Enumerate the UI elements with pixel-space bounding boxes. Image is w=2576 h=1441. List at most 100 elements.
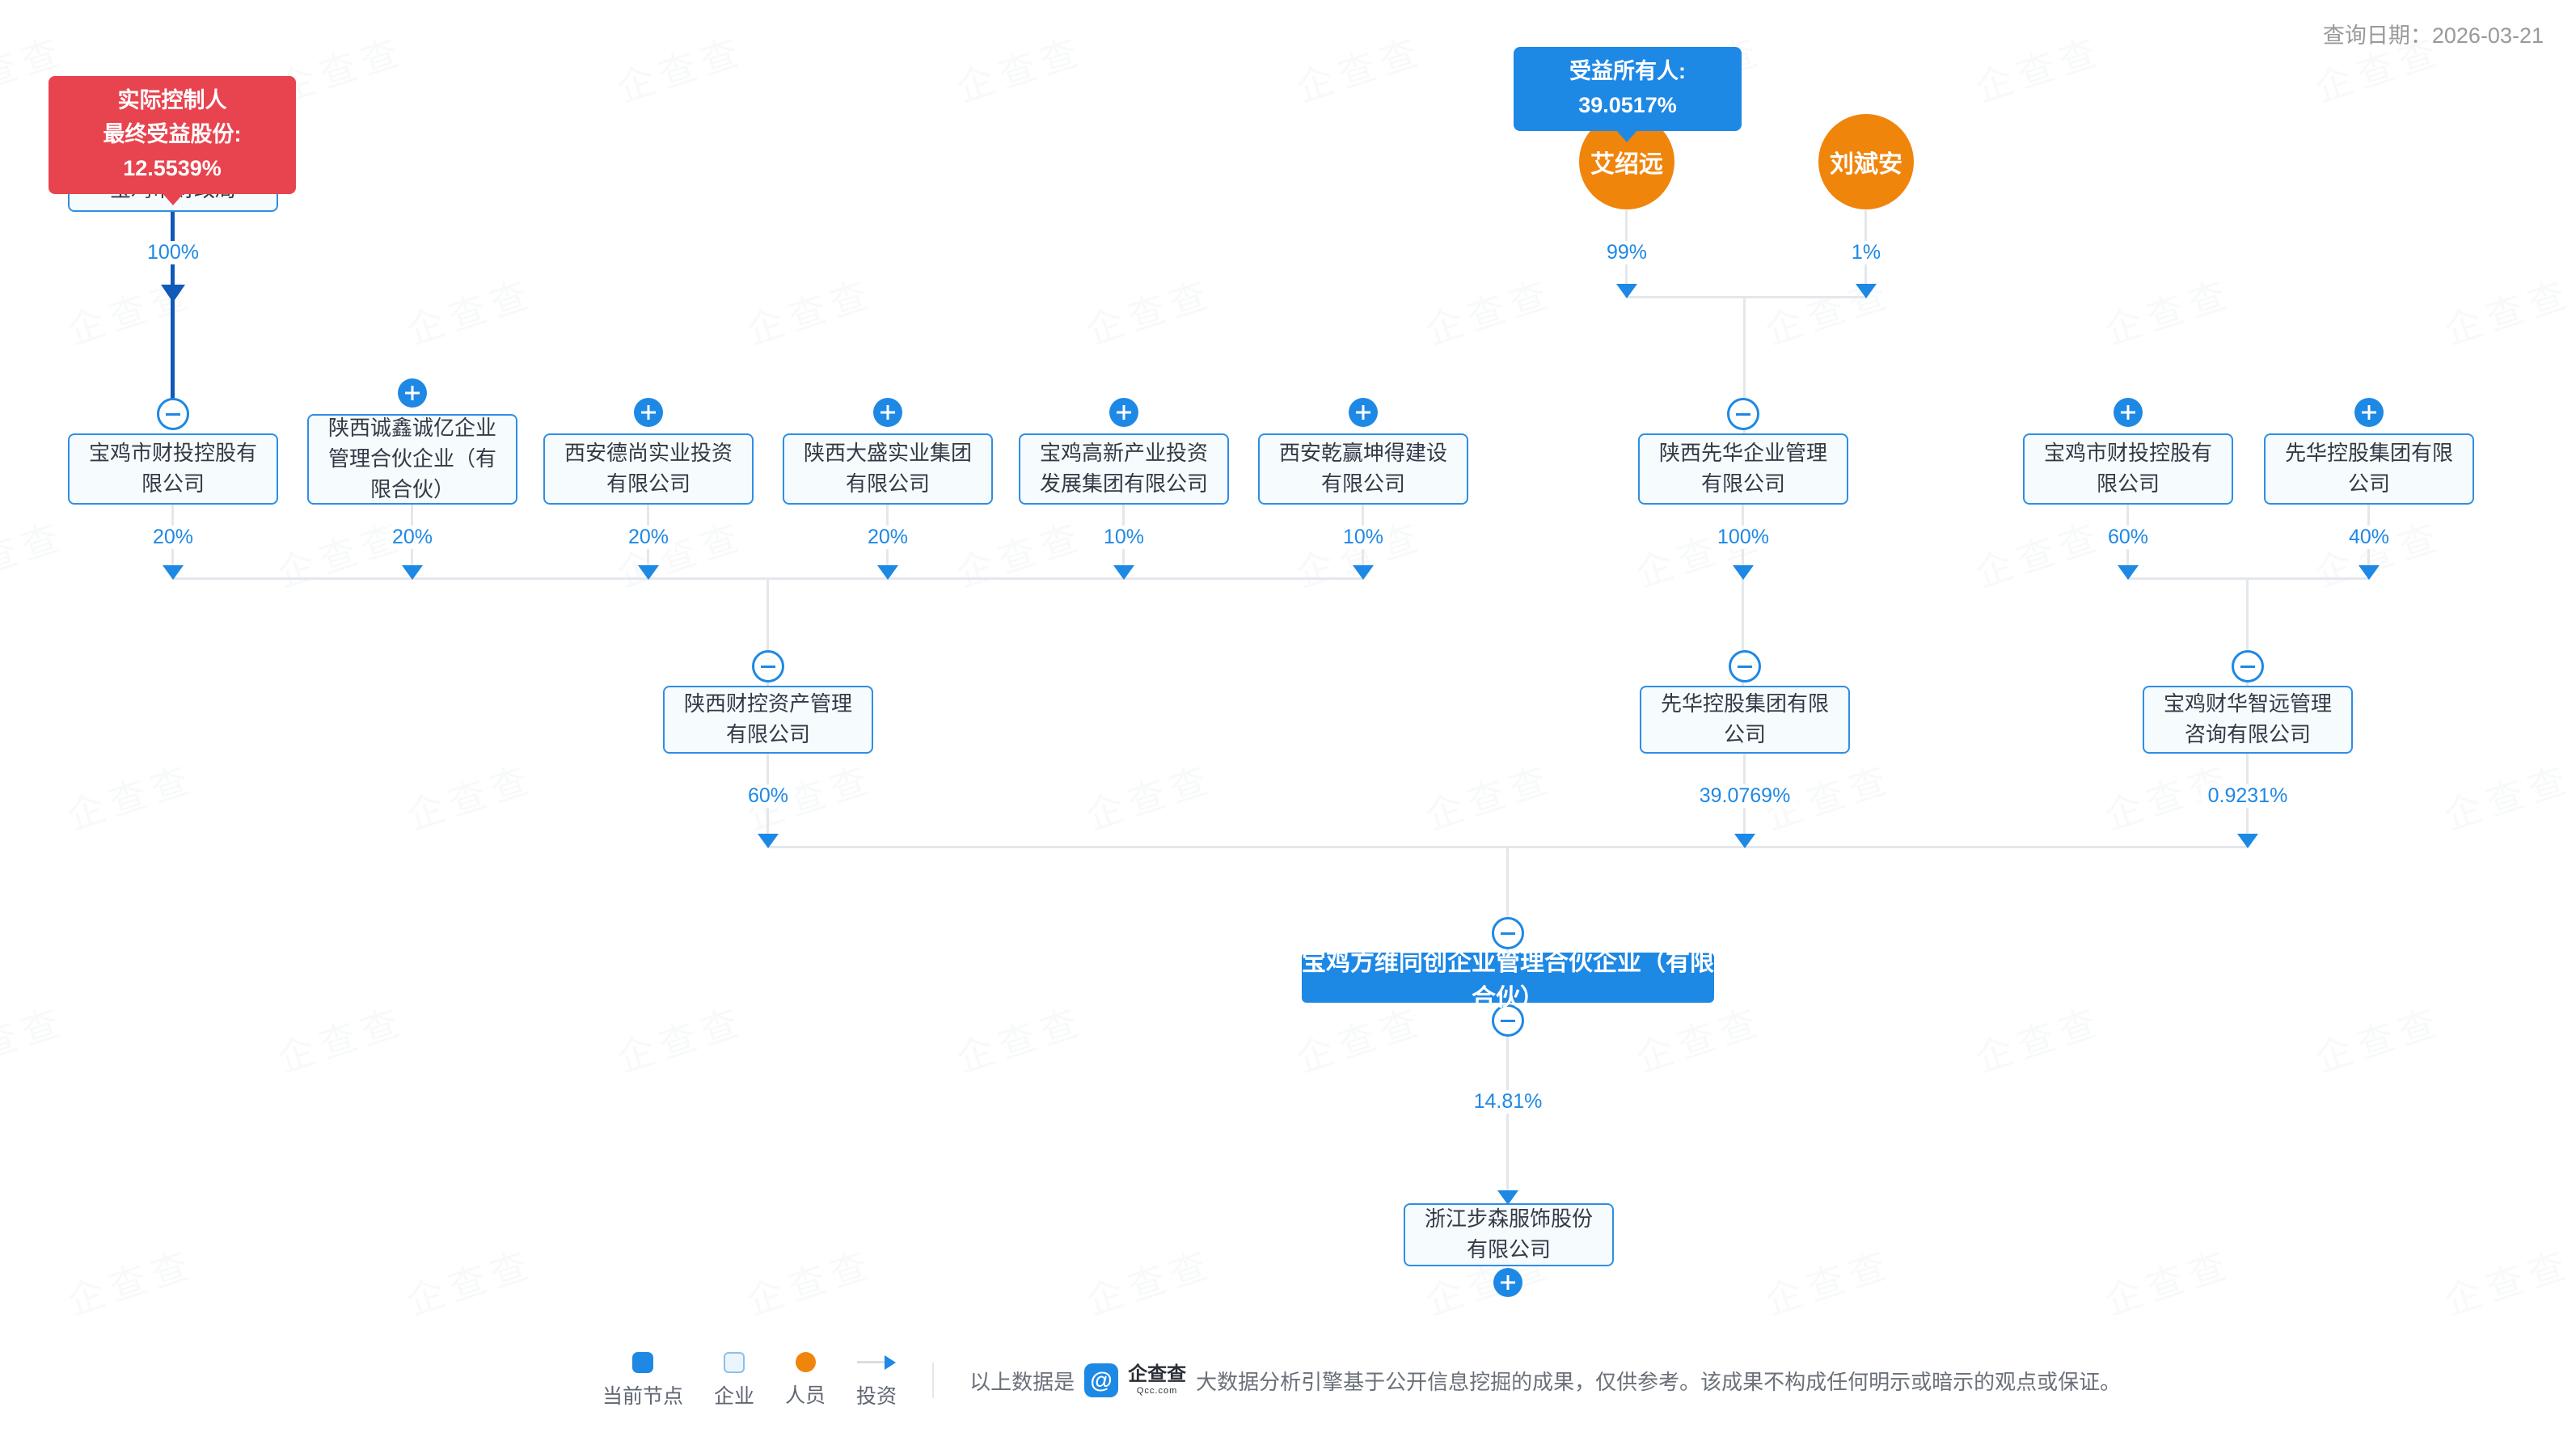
- legend-label: 人员: [785, 1384, 826, 1407]
- company-node[interactable]: 宝鸡高新产业投资发展集团有限公司: [1019, 433, 1229, 505]
- collapse-minus-icon[interactable]: [752, 650, 784, 682]
- legend-label: 企业: [714, 1384, 755, 1408]
- investment-arrow-icon: [857, 1352, 897, 1373]
- connector-line: [1743, 296, 1746, 433]
- expand-plus-icon[interactable]: [398, 378, 427, 408]
- company-node[interactable]: 陕西先华企业管理有限公司: [1638, 433, 1848, 505]
- expand-plus-icon[interactable]: [1493, 1268, 1522, 1297]
- company-node[interactable]: 宝鸡财华智远管理咨询有限公司: [2143, 686, 2353, 754]
- ownership-percent: 20%: [621, 526, 676, 549]
- company-node[interactable]: 西安德尚实业投资有限公司: [543, 433, 754, 505]
- qcc-logo-domain: Qcc.com: [1136, 1386, 1178, 1396]
- arrow-down-icon: [2359, 565, 2380, 580]
- company-node[interactable]: 宝鸡市财投控股有限公司: [2023, 433, 2233, 505]
- arrow-down-icon: [1734, 834, 1755, 848]
- controller-badge-line1: 实际控制人: [117, 88, 227, 112]
- company-node[interactable]: 宝鸡市财投控股有限公司: [68, 433, 278, 505]
- company-node[interactable]: 先华控股集团有限公司: [2264, 433, 2474, 505]
- controller-badge-line2: 最终受益股份: 12.5539%: [103, 121, 242, 180]
- collapse-minus-icon[interactable]: [157, 398, 189, 430]
- arrow-down-icon: [877, 565, 898, 580]
- ownership-percent: 100%: [1711, 526, 1776, 549]
- arrow-down-icon: [1733, 565, 1754, 580]
- arrow-down-icon: [1856, 284, 1877, 298]
- ownership-percent: 14.81%: [1467, 1090, 1549, 1114]
- legend-label: 投资: [856, 1384, 897, 1408]
- collapse-minus-icon[interactable]: [1492, 1004, 1524, 1037]
- ownership-percent: 99%: [1599, 241, 1654, 264]
- collapse-minus-icon[interactable]: [1492, 917, 1524, 949]
- connector-line: [2246, 580, 2249, 686]
- company-node[interactable]: 陕西诚鑫诚亿企业管理合伙企业（有限合伙）: [307, 414, 517, 505]
- expand-plus-icon[interactable]: [873, 398, 902, 427]
- bottom-bar: 当前节点 企业 人员 投资 以上数据是 @ 企查查 Qcc.com 大数据分析引…: [602, 1351, 2121, 1409]
- company-node[interactable]: 陕西财控资产管理有限公司: [663, 686, 873, 754]
- expand-plus-icon[interactable]: [1109, 398, 1138, 427]
- footer-disclaimer: 以上数据是 @ 企查查 Qcc.com 大数据分析引擎基于公开信息挖掘的成果，仅…: [969, 1363, 2121, 1397]
- target-company-node[interactable]: 浙江步森服饰股份有限公司: [1404, 1203, 1614, 1266]
- divider: [932, 1363, 935, 1398]
- ownership-percent: 10%: [1096, 526, 1151, 549]
- expand-plus-icon[interactable]: [634, 398, 663, 427]
- company-node[interactable]: 西安乾赢坤得建设有限公司: [1258, 433, 1468, 505]
- current-node-swatch-icon: [632, 1351, 653, 1373]
- legend-company: 企业: [714, 1351, 755, 1409]
- arrow-down-icon: [638, 565, 659, 580]
- current-node[interactable]: 宝鸡方维同创企业管理合伙企业（有限合伙）: [1302, 949, 1714, 1012]
- connector-line: [1506, 848, 1509, 953]
- collapse-minus-icon[interactable]: [2232, 650, 2264, 682]
- company-node[interactable]: 先华控股集团有限公司: [1640, 686, 1850, 754]
- ownership-percent: 60%: [2101, 526, 2156, 549]
- collapse-minus-icon[interactable]: [1727, 398, 1759, 430]
- arrow-down-icon: [1353, 565, 1374, 580]
- control-line: [171, 212, 175, 417]
- person-swatch-icon: [795, 1352, 816, 1372]
- arrow-down-icon: [161, 285, 185, 302]
- beneficial-owner-text: 受益所有人: 39.0517%: [1569, 59, 1686, 117]
- ownership-percent: 20%: [385, 526, 440, 549]
- company-node[interactable]: 陕西大盛实业集团有限公司: [783, 433, 993, 505]
- ownership-percent: 0.9231%: [2201, 784, 2295, 808]
- disclaimer-suffix: 大数据分析引擎基于公开信息挖掘的成果，仅供参考。该成果不构成任何明示或暗示的观点…: [1196, 1369, 2122, 1394]
- ownership-percent: 40%: [2342, 526, 2397, 549]
- expand-plus-icon[interactable]: [1349, 398, 1378, 427]
- badge-pointer: [162, 192, 184, 205]
- arrow-down-icon: [758, 834, 779, 848]
- connector-line: [766, 580, 769, 686]
- person-node[interactable]: 刘斌安: [1818, 114, 1914, 209]
- arrow-down-icon: [1497, 1190, 1518, 1205]
- beneficial-owner-badge: 受益所有人: 39.0517%: [1514, 47, 1742, 142]
- ownership-percent: 100%: [141, 241, 205, 264]
- qcc-logo-icon: @: [1084, 1363, 1119, 1397]
- arrow-down-icon: [163, 565, 184, 580]
- controller-badge: 实际控制人 最终受益股份: 12.5539%: [49, 76, 296, 205]
- connector-line: [1742, 505, 1744, 686]
- expand-plus-icon[interactable]: [2114, 398, 2143, 427]
- connector-line: [2128, 577, 2369, 580]
- legend-current-node: 当前节点: [602, 1351, 683, 1409]
- legend-investment: 投资: [856, 1352, 897, 1409]
- ownership-percent: 39.0769%: [1692, 784, 1797, 808]
- badge-pointer: [1615, 129, 1638, 142]
- ownership-percent: 60%: [741, 784, 796, 808]
- expand-plus-icon[interactable]: [2354, 398, 2384, 427]
- ownership-percent: 20%: [146, 526, 201, 549]
- arrow-down-icon: [1113, 565, 1134, 580]
- qcc-logo-name: 企查查: [1128, 1363, 1187, 1385]
- ownership-percent: 20%: [860, 526, 915, 549]
- arrow-down-icon: [402, 565, 423, 580]
- connector-line: [173, 577, 1363, 580]
- connector-line: [1627, 296, 1866, 298]
- arrow-down-icon: [2118, 565, 2139, 580]
- arrow-down-icon: [2237, 834, 2258, 848]
- query-date: 查询日期：2026-03-21: [2322, 23, 2544, 48]
- company-swatch-icon: [724, 1351, 745, 1373]
- connector-line: [768, 846, 2248, 848]
- ownership-percent: 10%: [1336, 526, 1391, 549]
- collapse-minus-icon[interactable]: [1729, 650, 1761, 682]
- ownership-percent: 1%: [1844, 241, 1888, 264]
- qcc-logo-wordmark: 企查查 Qcc.com: [1128, 1365, 1186, 1396]
- legend-person: 人员: [785, 1352, 826, 1409]
- disclaimer-prefix: 以上数据是: [969, 1369, 1075, 1394]
